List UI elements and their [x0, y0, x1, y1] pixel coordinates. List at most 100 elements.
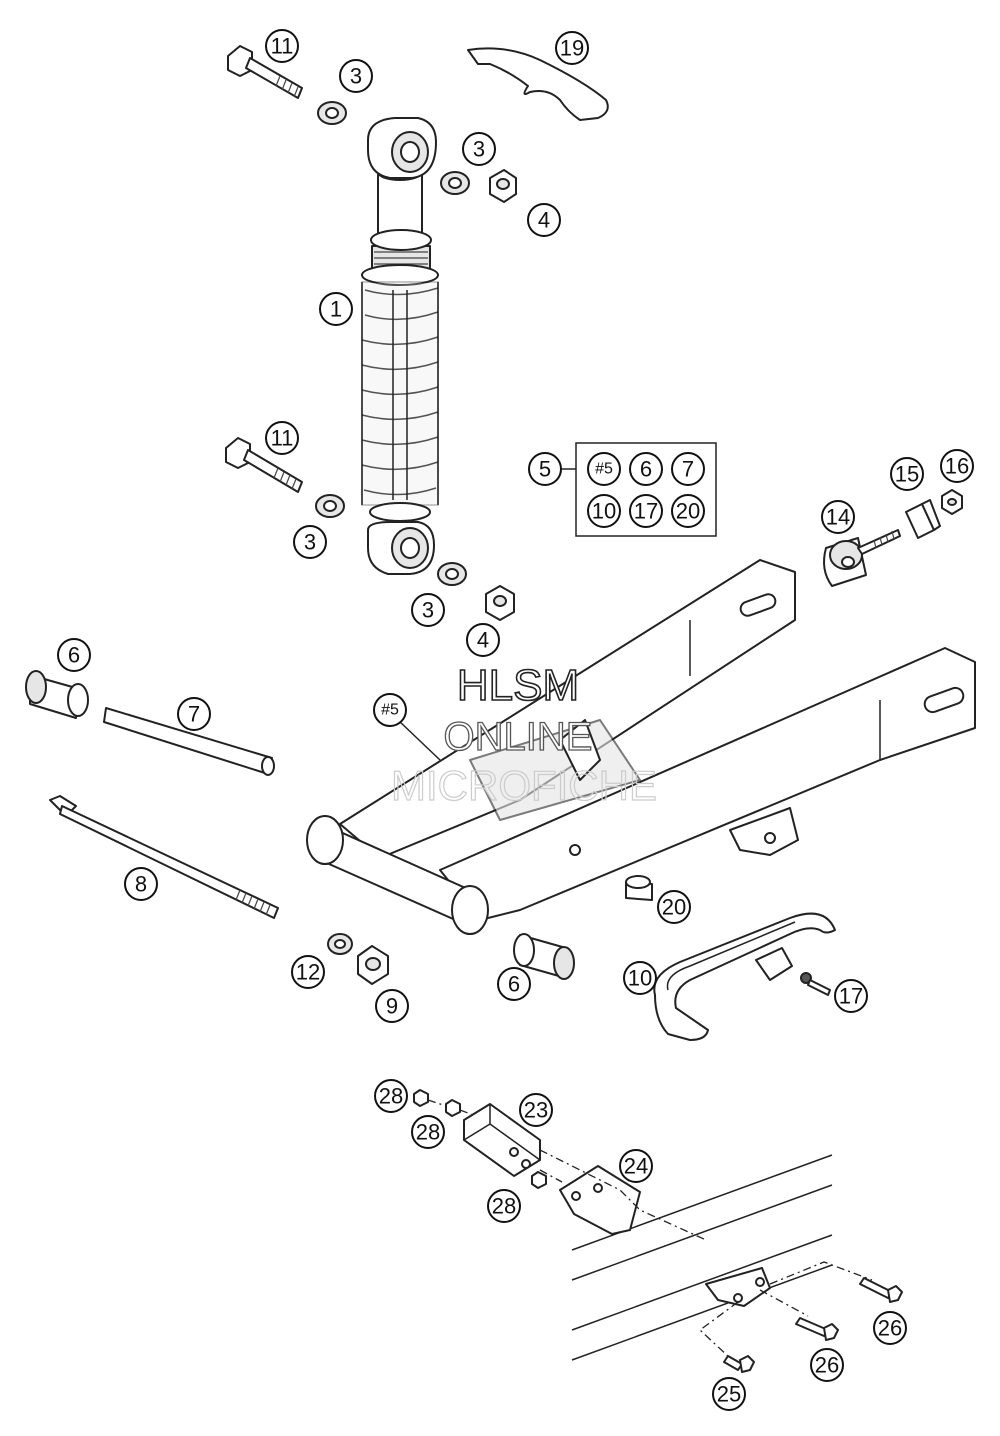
svg-text:10: 10 — [628, 966, 652, 991]
bolt-11-upper — [227, 45, 303, 99]
svg-text:8: 8 — [135, 872, 147, 897]
callout-4-a: 4 — [527, 203, 561, 237]
svg-text:11: 11 — [271, 426, 294, 451]
svg-text:3: 3 — [350, 64, 362, 89]
callout-28-b: 28 — [411, 1115, 445, 1149]
svg-text:12: 12 — [296, 960, 320, 985]
callout-15: 15 — [890, 457, 924, 491]
svg-text:20: 20 — [662, 895, 686, 920]
callout-28-c: 28 — [487, 1189, 521, 1223]
callout-1: 1 — [319, 292, 353, 326]
swingarm-axle-8 — [49, 795, 279, 919]
svg-text:10: 10 — [592, 499, 616, 524]
svg-text:6: 6 — [508, 972, 520, 997]
nut-9 — [357, 945, 389, 985]
callout-10: 10 — [623, 961, 657, 995]
watermark-line3: MICROFICHE — [391, 762, 657, 809]
screw-17 — [800, 972, 831, 996]
svg-text:17: 17 — [839, 984, 863, 1009]
block-23 — [463, 1103, 541, 1177]
callout-14: 14 — [821, 500, 855, 534]
callout-25: 25 — [712, 1377, 746, 1411]
plate-15 — [905, 499, 941, 539]
nut-4-a — [489, 169, 517, 203]
callout-23: 23 — [519, 1093, 553, 1127]
bolt-26-b — [795, 1317, 839, 1341]
bushing-6-right — [513, 933, 575, 980]
spring — [361, 281, 439, 506]
svg-text:20: 20 — [676, 499, 700, 524]
callout-12: 12 — [291, 955, 325, 989]
svg-text:9: 9 — [386, 994, 398, 1019]
callout-kit-5: #5 — [587, 452, 621, 486]
callout-3-c: 3 — [293, 525, 327, 559]
callout-11-b: 11 — [265, 421, 299, 455]
callout-3-d: 3 — [411, 593, 445, 627]
washer-12 — [327, 933, 353, 955]
callout-8: 8 — [124, 867, 158, 901]
callout-26-b: 26 — [810, 1348, 844, 1382]
callout-16: 16 — [940, 449, 974, 483]
nut-4-b — [485, 585, 515, 621]
nut-28-a — [413, 1089, 429, 1107]
leader-lines — [397, 468, 873, 1359]
bracket-24 — [559, 1165, 641, 1235]
bolt-25 — [723, 1355, 755, 1373]
svg-text:26: 26 — [878, 1316, 902, 1341]
svg-text:5: 5 — [539, 457, 551, 482]
callout-26-a: 26 — [873, 1311, 907, 1345]
svg-text:3: 3 — [473, 137, 485, 162]
callout-kit-17: 17 — [629, 494, 663, 528]
nut-16 — [941, 489, 963, 515]
svg-text:#5: #5 — [381, 702, 399, 719]
watermark: HLSM ONLINE MICROFICHE — [390, 660, 657, 809]
callout-28-a: 28 — [374, 1079, 408, 1113]
swingarm — [306, 559, 976, 935]
svg-text:28: 28 — [492, 1194, 516, 1219]
callout-11-a: 11 — [265, 29, 299, 63]
bushing-6-left — [25, 670, 89, 719]
rubber-buffer-14 — [823, 529, 901, 587]
svg-text:6: 6 — [68, 643, 80, 668]
nut-28-b — [445, 1099, 461, 1117]
kit-box-5 — [575, 442, 717, 537]
svg-text:7: 7 — [188, 702, 200, 727]
svg-text:16: 16 — [945, 454, 969, 479]
svg-text:3: 3 — [304, 530, 316, 555]
sleeve-7 — [103, 707, 275, 776]
callout-7: 7 — [177, 697, 211, 731]
callout-3-a: 3 — [339, 59, 373, 93]
frame-section — [571, 1154, 833, 1361]
svg-text:11: 11 — [271, 34, 294, 59]
callout-6-a: 6 — [57, 638, 91, 672]
washer-3-a — [317, 101, 347, 125]
svg-text:28: 28 — [416, 1120, 440, 1145]
callout-swingarm-5: #5 — [373, 693, 407, 727]
svg-text:6: 6 — [640, 457, 652, 482]
washer-3-d — [437, 562, 467, 586]
svg-text:7: 7 — [682, 457, 694, 482]
svg-text:23: 23 — [524, 1098, 548, 1123]
callout-kit-20: 20 — [671, 494, 705, 528]
svg-text:24: 24 — [624, 1154, 648, 1179]
bushing-20 — [625, 875, 653, 901]
callout-kit-7: 7 — [671, 452, 705, 486]
callout-6-b: 6 — [497, 967, 531, 1001]
svg-text:3: 3 — [422, 598, 434, 623]
callout-5: 5 — [528, 452, 562, 486]
chain-guide-10 — [653, 912, 836, 1041]
bolt-26-a — [859, 1277, 903, 1303]
callout-20: 20 — [657, 890, 691, 924]
callout-kit-6: 6 — [629, 452, 663, 486]
bolt-11-lower — [225, 437, 303, 493]
callout-4-b: 4 — [466, 623, 500, 657]
callout-kit-10: 10 — [587, 494, 621, 528]
svg-text:4: 4 — [477, 628, 489, 653]
svg-text:28: 28 — [379, 1084, 403, 1109]
callout-19: 19 — [555, 31, 589, 65]
svg-text:25: 25 — [717, 1382, 741, 1407]
spanner-19 — [467, 47, 609, 121]
washer-3-c — [315, 494, 345, 518]
watermark-line1: HLSM — [457, 661, 579, 710]
callout-3-b: 3 — [462, 132, 496, 166]
